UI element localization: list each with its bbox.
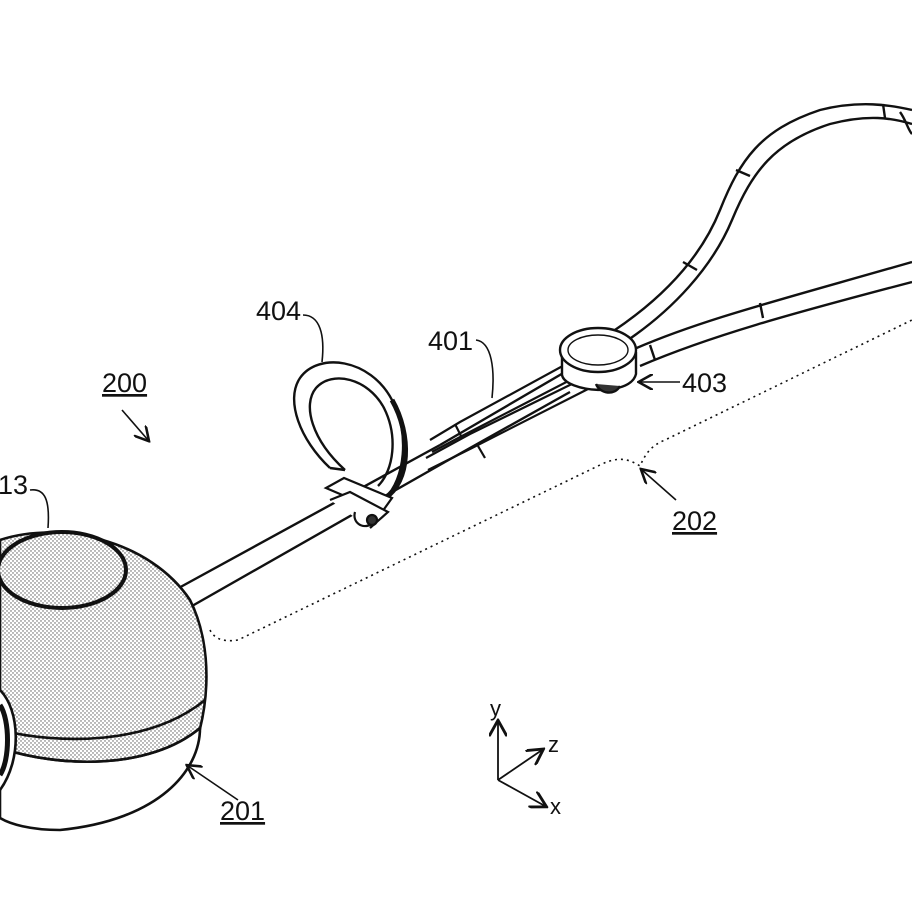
ear-hook-404 [294, 362, 405, 498]
lower-branch-cord [632, 262, 912, 366]
axis-label-x: x [550, 794, 561, 819]
label-202: 202 [672, 506, 717, 536]
button-13 [0, 532, 126, 608]
axes-indicator [498, 722, 545, 806]
label-404: 404 [256, 296, 301, 326]
slider-403 [560, 328, 636, 393]
cord-clip [326, 478, 392, 528]
label-13: 13 [0, 470, 28, 500]
label-403: 403 [682, 368, 727, 398]
label-401: 401 [428, 326, 473, 356]
label-200: 200 [102, 368, 147, 398]
axis-label-y: y [490, 696, 501, 721]
label-201: 201 [220, 796, 265, 826]
axis-label-z: z [548, 732, 559, 757]
